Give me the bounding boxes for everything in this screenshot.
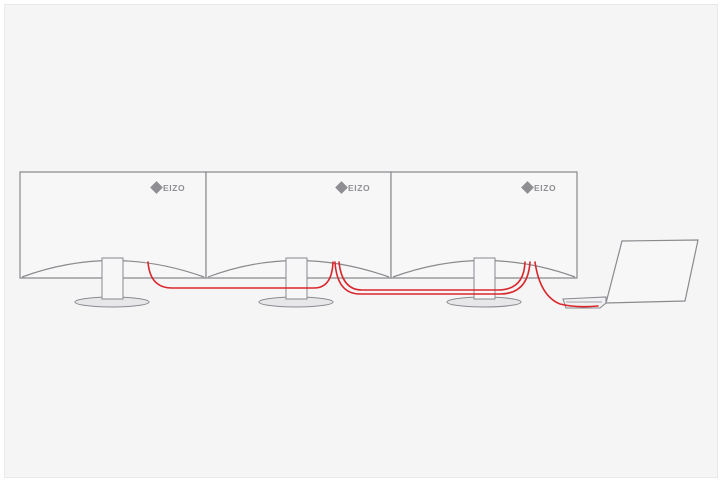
eizo-logo-icon: EIZO xyxy=(335,181,370,194)
cable-monitor-3-to-laptop xyxy=(534,261,599,308)
cable-monitor-1-to-2 xyxy=(147,261,334,289)
laptop-keyboard xyxy=(562,296,607,309)
monitor-1: EIZO xyxy=(19,171,207,308)
laptop-icon xyxy=(562,239,699,309)
monitor-2: EIZO xyxy=(205,171,392,308)
monitor-1-logo-text: EIZO xyxy=(163,183,185,193)
laptop-screen xyxy=(605,239,699,304)
monitor-2-logo-text: EIZO xyxy=(348,183,370,193)
monitor-3: EIZO xyxy=(390,171,578,308)
monitor-3-logo-text: EIZO xyxy=(534,183,556,193)
monitor-3-screen xyxy=(390,171,578,279)
cable-monitor-2-to-3-a xyxy=(338,261,526,291)
daisy-chain-cable xyxy=(147,261,599,308)
cable-monitor-2-to-3-b xyxy=(334,261,531,295)
eizo-logo-icon: EIZO xyxy=(150,181,185,194)
eizo-logo-icon: EIZO xyxy=(521,181,556,194)
